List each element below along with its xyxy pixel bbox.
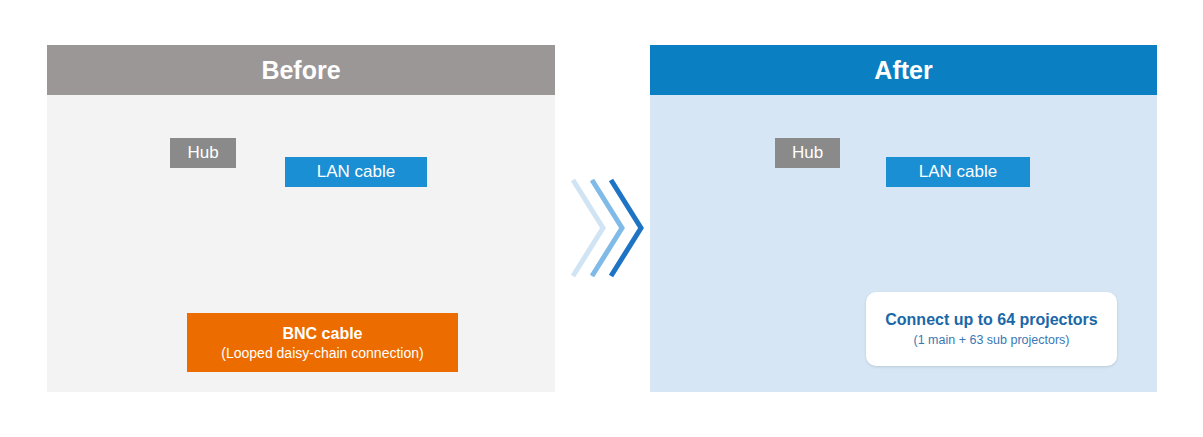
box-label: Connect up to 64 projectors xyxy=(885,309,1097,331)
box-label: LAN cable xyxy=(317,162,395,182)
cable-label-box: LAN cable xyxy=(886,157,1030,187)
hub-box: Hub xyxy=(170,138,236,168)
box-label: BNC cable xyxy=(282,324,362,344)
hub-box: Hub xyxy=(775,138,840,168)
cable-label-box: LAN cable xyxy=(285,157,427,187)
chevron-arrows xyxy=(573,180,641,276)
box-label: LAN cable xyxy=(919,162,997,182)
box-label: Hub xyxy=(792,143,823,163)
box-label: Hub xyxy=(187,143,218,163)
box-note: (Looped daisy-chain connection) xyxy=(221,344,423,362)
comparison-panel: BeforeHubLAN cableBNC cable(Looped daisy… xyxy=(47,45,555,392)
panel-heading: Before xyxy=(47,45,555,95)
box-note: (1 main + 63 sub projectors) xyxy=(914,331,1070,349)
callout-box: Connect up to 64 projectors(1 main + 63 … xyxy=(866,292,1117,366)
panel-heading: After xyxy=(650,45,1157,95)
cable-label-box: BNC cable(Looped daisy-chain connection) xyxy=(187,313,458,372)
comparison-panel: AfterHubLAN cableConnect up to 64 projec… xyxy=(650,45,1157,392)
